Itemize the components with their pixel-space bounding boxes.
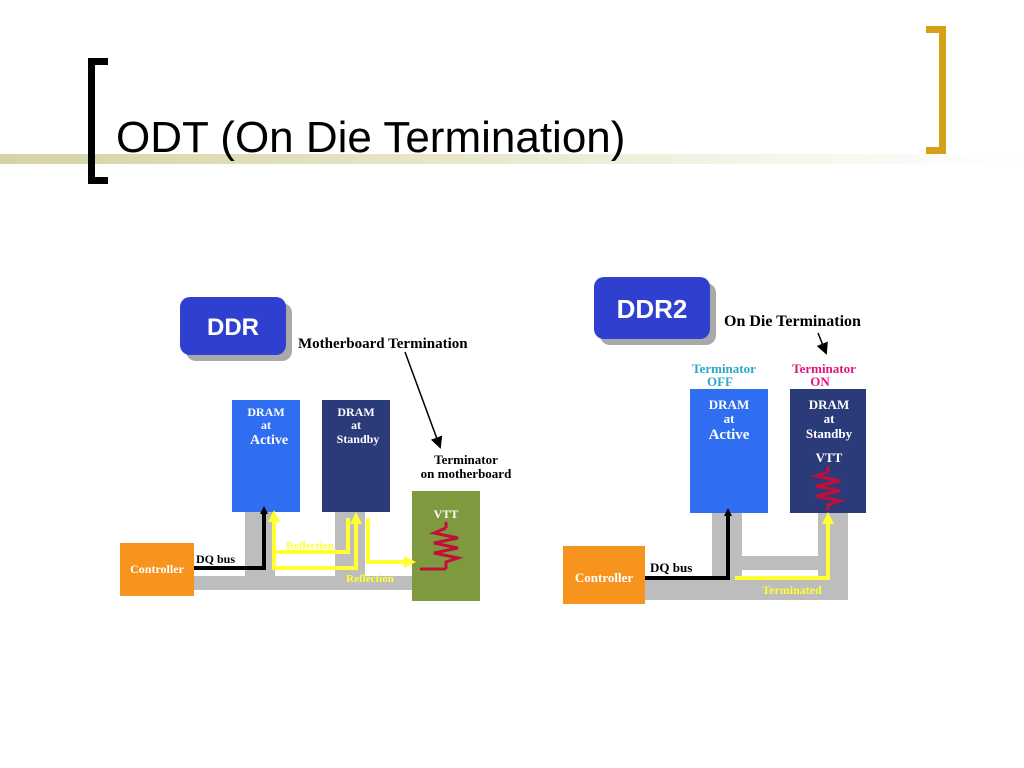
ddr-badge: DDR [180,297,292,361]
slide-title: ODT (On Die Termination) [116,113,626,162]
title-band [0,154,1024,164]
ddr2-badge-label: DDR2 [617,294,688,324]
ddr2-dram-active-line3: Active [709,427,750,443]
ddr-vtt-label: VTT [434,507,459,521]
ddr-dram-standby-line1: DRAM [337,405,374,419]
ddr-dq-bus-label: DQ bus [196,552,235,566]
ddr2-controller-label: Controller [575,570,633,585]
ddr2-dq-bus-line [640,508,732,580]
ddr-terminator-note-line1: Terminator [434,452,498,467]
ddr-caption: Motherboard Termination [298,336,468,352]
ddr-terminator-note-line2: on motherboard [421,466,512,481]
ddr-dram-active-line1: DRAM [247,405,284,419]
ddr-reflection-signals [268,510,416,570]
ddr2-terminated-label: Terminated [762,583,822,597]
ddr2-resistor-icon [810,470,846,510]
ddr-dram-standby: DRAM at Standby [322,400,390,512]
ddr-reflection-label-1: Reflection [286,540,334,552]
ddr2-badge: DDR2 [594,277,716,345]
ddr-panel: DDR Motherboard Termination Terminator o… [120,297,512,601]
ddr-caption-arrow [404,351,443,449]
ddr-terminator-box: VTT [412,491,480,601]
ddr2-controller: Controller [563,546,645,604]
ddr-reflection-label-2: Reflection [346,573,394,585]
ddr2-dram-active: DRAM at Active [690,389,768,513]
ddr-badge-label: DDR [207,314,259,341]
ddr2-dram-standby-line3: Standby [806,426,853,441]
ddr2-vtt-label: VTT [816,450,843,465]
ddr2-terminated-signal [735,512,834,580]
ddr-dram-active-line2: at [261,418,271,432]
ddr2-caption-arrow [816,332,828,355]
ddr-dq-bus-line [190,506,268,570]
ddr-controller-label: Controller [130,562,184,576]
ddr2-panel: DDR2 On Die Termination Terminator OFF T… [563,277,866,604]
ddr2-status-off-line1: Terminator [692,361,756,376]
ddr-dram-active-line3: Active [250,433,288,448]
ddr-controller: Controller [120,543,194,596]
ddr2-dram-active-line2: at [724,411,736,426]
ddr-dram-standby-line3: Standby [337,432,380,446]
ddr-dram-active: DRAM at Active [232,400,300,512]
ddr2-caption: On Die Termination [724,313,861,330]
ddr2-status-off-line2: OFF [707,374,733,389]
ddr-dram-standby-line2: at [351,418,361,432]
ddr2-dram-standby-line1: DRAM [809,397,849,412]
ddr2-dram-active-line1: DRAM [709,397,749,412]
ddr2-dq-bus-label: DQ bus [650,560,692,575]
ddr-resistor-icon [428,526,464,569]
ddr2-status-on-line1: Terminator [792,361,856,376]
right-bracket [926,26,946,154]
ddr2-dram-standby: DRAM at Standby VTT [790,389,866,513]
ddr2-status-on-line2: ON [810,374,830,389]
left-bracket [88,58,108,184]
ddr2-dram-standby-line2: at [824,411,836,426]
